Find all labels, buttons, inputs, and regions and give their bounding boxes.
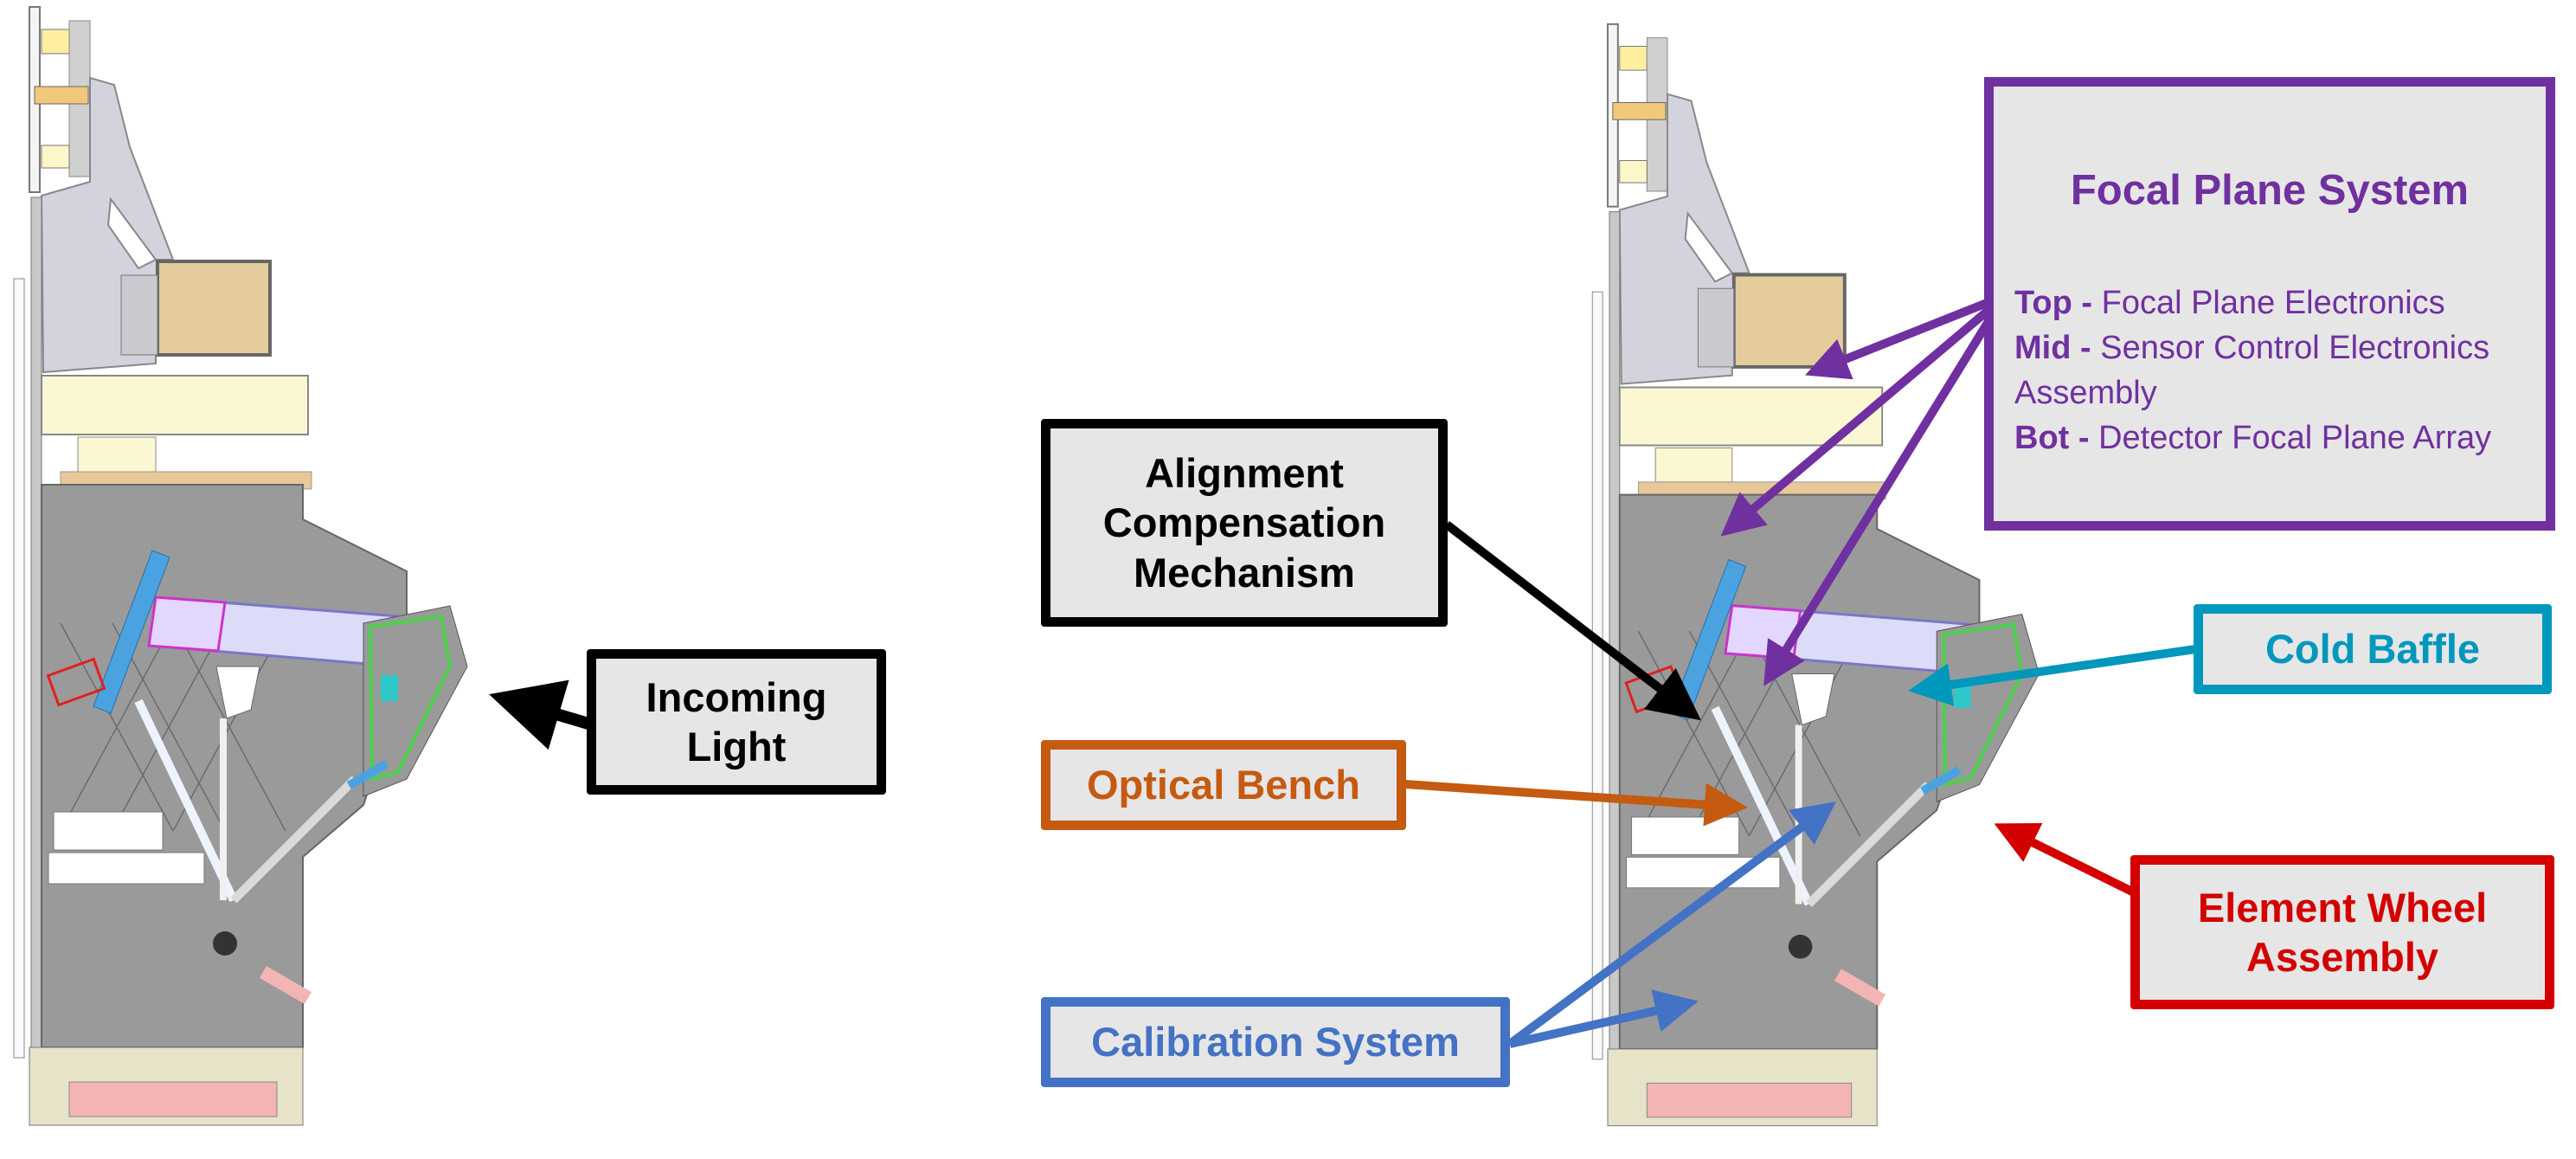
label-text: Cold Baffle [2264, 626, 2481, 673]
optical-bench-lattice [60, 622, 286, 832]
element-wheel-assembly-label: Element Wheel Assembly [2130, 855, 2554, 1009]
electronics-side [1697, 287, 1735, 368]
hinge [1788, 934, 1813, 959]
fps-item-sep: - [2069, 420, 2099, 456]
instrument-drawing [13, 6, 468, 1126]
label-line: Light [686, 724, 787, 769]
strut-end [260, 966, 312, 1004]
incoming-light-label: Incoming Light [587, 649, 886, 795]
baffle-collar [147, 596, 227, 653]
fps-item-mid: Mid - Sensor Control Electronics [2014, 325, 2491, 370]
label-line: Element Wheel [2197, 884, 2488, 930]
element-wheel [1942, 622, 2024, 788]
label-line: Compensation [1102, 499, 1386, 546]
fps-item-sep: - [2071, 330, 2101, 366]
outer-rail [1591, 291, 1603, 1060]
mast-connector [34, 86, 89, 105]
fps-item-value: Focal Plane Electronics [2101, 285, 2445, 321]
detector-assembly [93, 550, 170, 714]
mast-block [1619, 45, 1648, 71]
calibration-radiator [48, 852, 205, 885]
cold-baffle-label: Cold Baffle [2194, 604, 2552, 694]
fps-item-value: Sensor Control Electronics [2100, 330, 2490, 366]
base-pink-block [1646, 1082, 1853, 1118]
element-wheel [368, 614, 453, 782]
fps-item-key: Mid [2014, 330, 2072, 366]
label-text: Calibration System [1091, 1019, 1460, 1066]
strut [1805, 782, 1931, 907]
sensor-control-electronics [1654, 447, 1733, 483]
strut-end [1834, 969, 1886, 1007]
label-line: Assembly [2245, 934, 2439, 980]
label-text: Optical Bench [1086, 762, 1360, 808]
calibration-unit [53, 811, 164, 851]
outer-rail [13, 278, 25, 1059]
label-line: Mechanism [1134, 549, 1355, 596]
element-wheel-housing [363, 605, 468, 797]
incoming-light-arrow [489, 679, 590, 750]
side-rail [1609, 211, 1621, 1108]
fps-item-value: Detector Focal Plane Array [2098, 420, 2492, 456]
mast-block-lower [41, 145, 70, 169]
optical-bench-label: Optical Bench [1041, 740, 1406, 830]
wheel-motor [381, 675, 398, 701]
fps-item-top: Top - Focal Plane Electronics [2014, 280, 2491, 325]
sensor-control-electronics [77, 436, 157, 473]
calibration-unit [1631, 816, 1740, 855]
fps-item-key: Bot [2014, 420, 2070, 456]
base-pink-block [68, 1081, 278, 1117]
fps-item-value: Assembly [2014, 375, 2157, 411]
alignment-compensation-mechanism-label: Alignment Compensation Mechanism [1041, 419, 1448, 627]
baffle-collar [1724, 604, 1802, 660]
label-line: Alignment [1145, 450, 1344, 496]
mast-connector [1612, 102, 1667, 120]
electronics-deck [41, 375, 309, 435]
fps-item-sep: - [2072, 285, 2102, 321]
strut [230, 776, 358, 904]
hinge [213, 931, 237, 956]
electronics-side [120, 274, 158, 356]
optical-bench-lattice [1637, 630, 1861, 837]
blue-panel [1920, 766, 1962, 795]
calibration-radiator [1626, 856, 1781, 889]
fps-title: Focal Plane System [2070, 167, 2470, 214]
focal-plane-system-label: Focal Plane System Top - Focal Plane Ele… [1984, 77, 2555, 531]
fps-item-key: Top [2014, 285, 2072, 321]
fps-item-bot: Bot - Detector Focal Plane Array [2014, 415, 2491, 460]
calibration-source [215, 666, 260, 719]
focal-plane-electronics [156, 260, 272, 357]
side-rail [30, 196, 42, 1107]
wheel-motor [1953, 682, 1971, 708]
instrument-drawing [1591, 23, 2040, 1127]
calibration-system-label: Calibration System [1041, 997, 1510, 1087]
fps-component-list: Top - Focal Plane Electronics Mid - Sens… [2014, 280, 2491, 460]
alignment-mechanism [46, 657, 106, 707]
focal-plane-electronics [1731, 273, 1847, 369]
mast-block [41, 29, 70, 55]
electronics-deck [1618, 386, 1884, 447]
fps-item-mid-cont: Assembly [2014, 370, 2491, 415]
strut [134, 699, 238, 903]
instrument-cutaway-left [13, 6, 468, 1126]
blue-panel [346, 760, 389, 789]
mast-block-lower [1619, 159, 1648, 184]
label-line: Incoming [646, 673, 827, 720]
